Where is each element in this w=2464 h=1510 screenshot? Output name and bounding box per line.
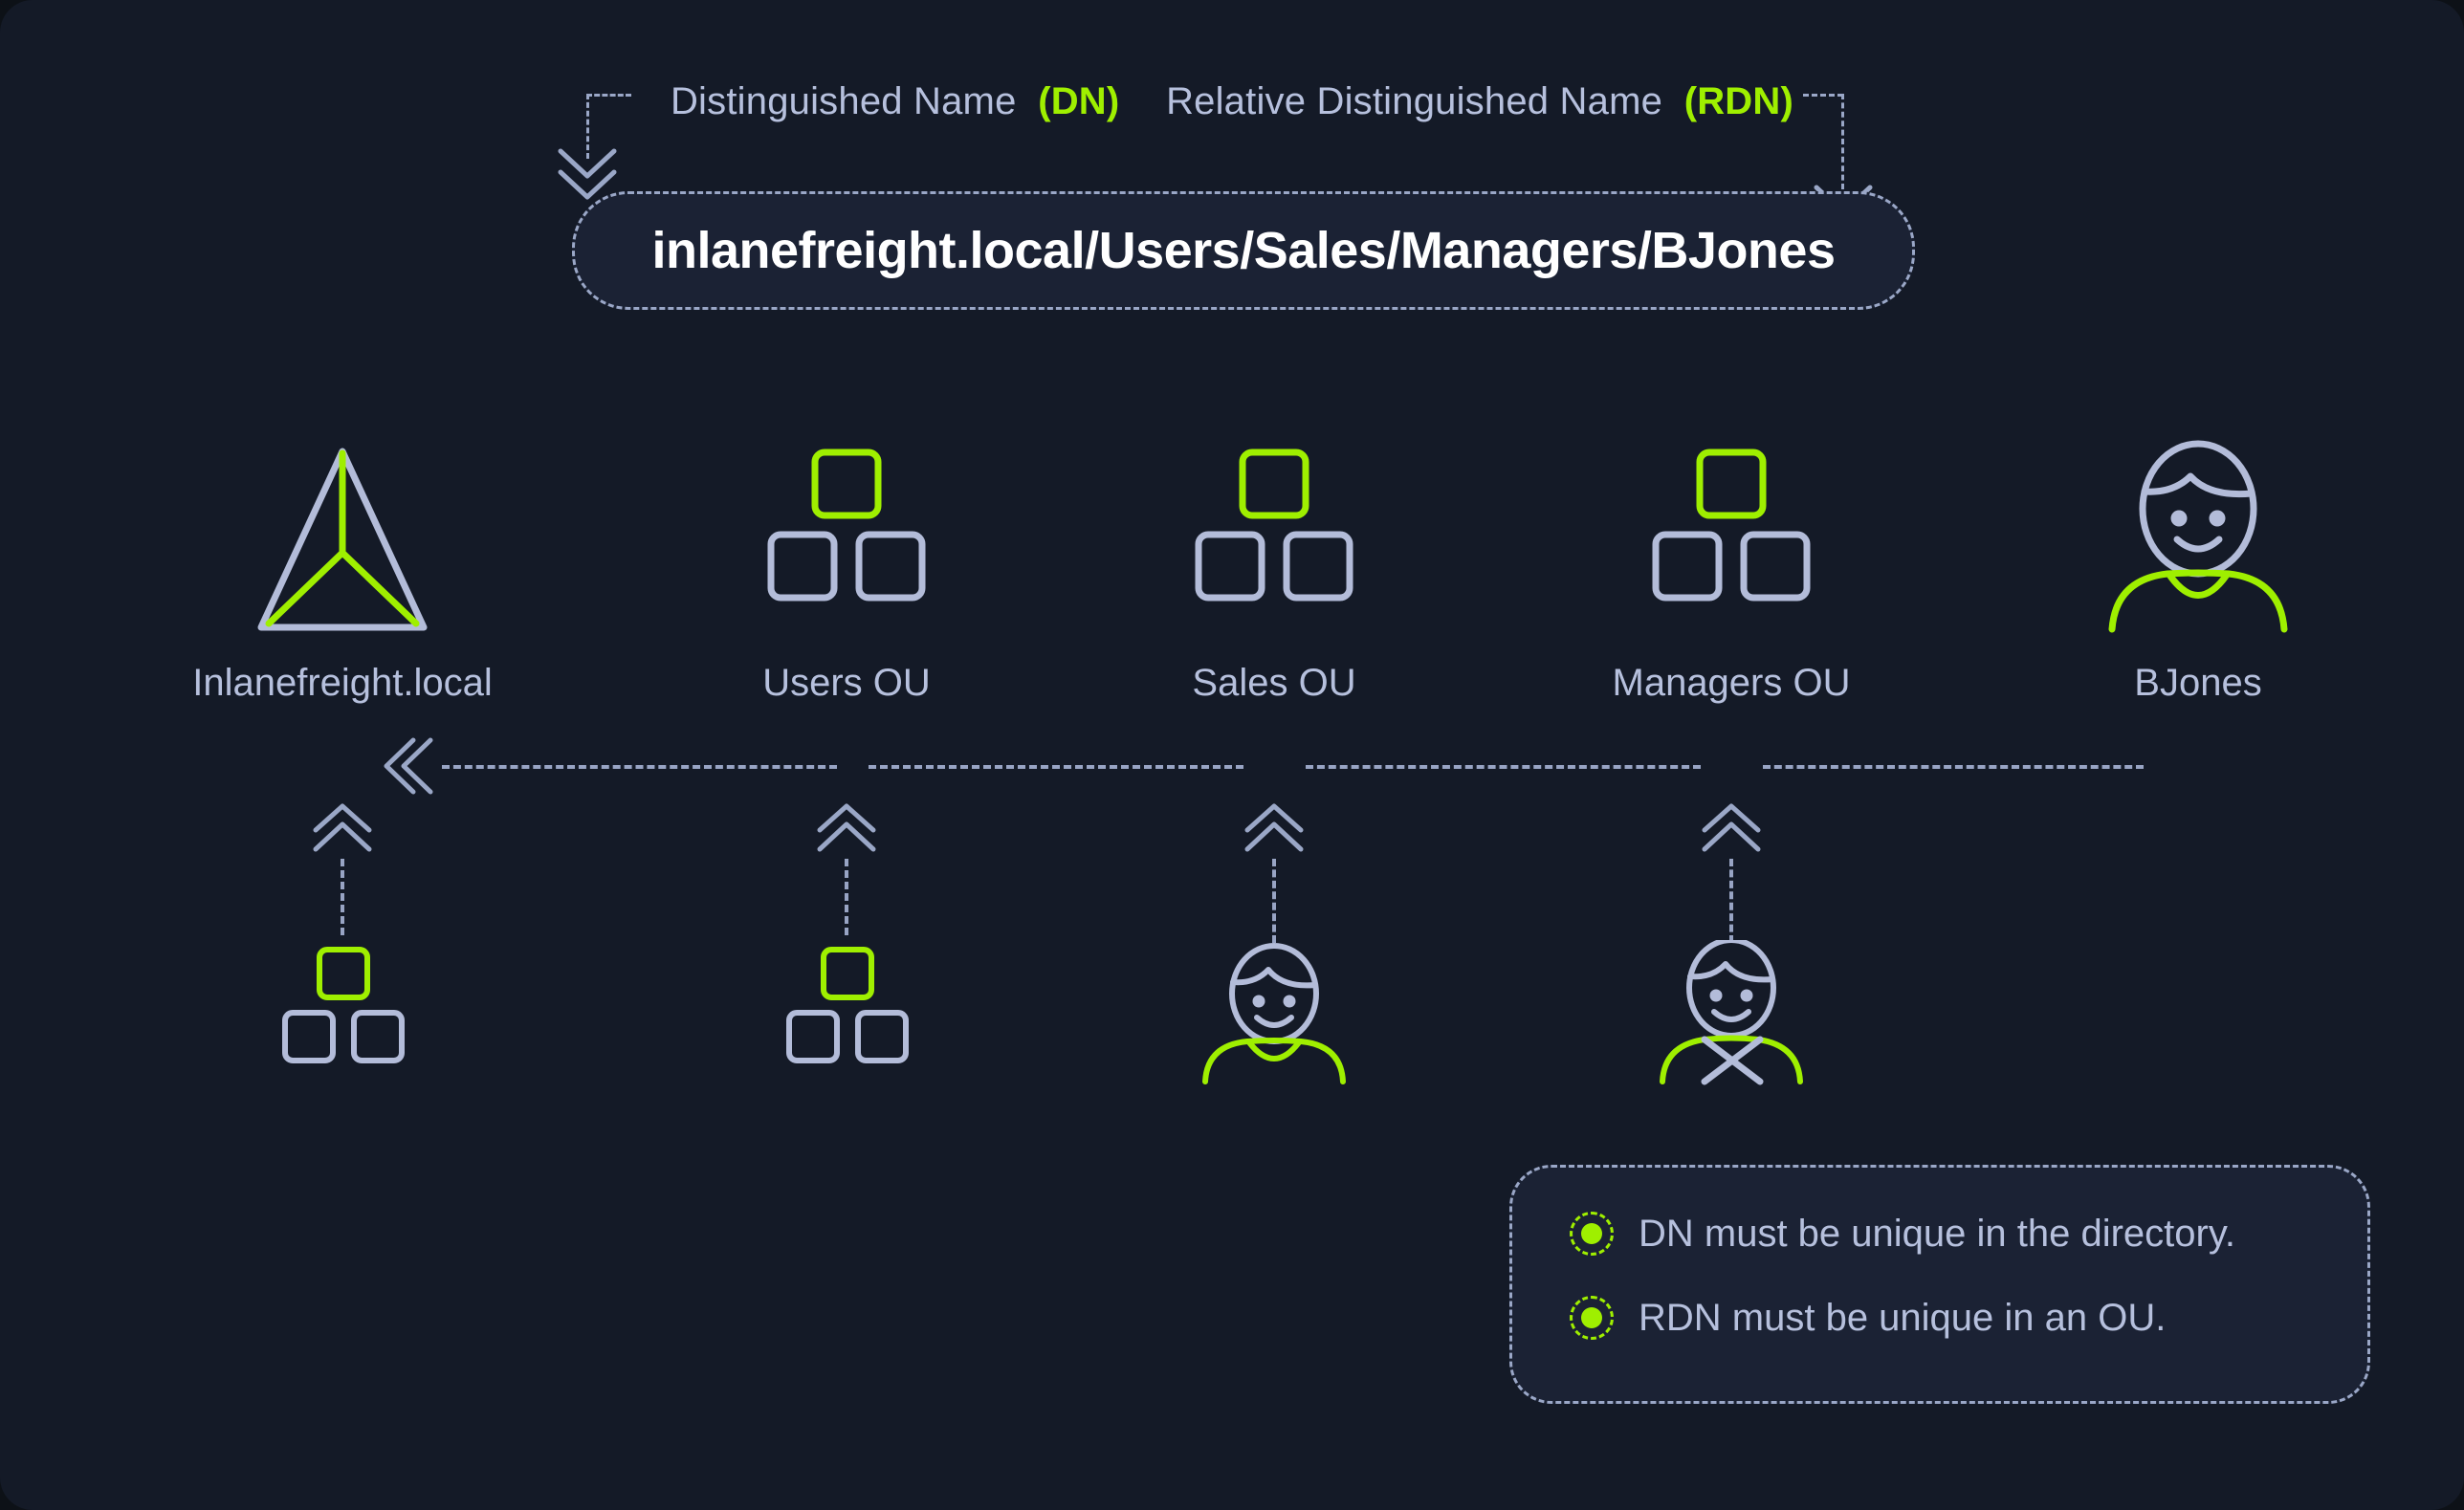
child-connector-line [845, 859, 848, 935]
legend-item-text: RDN must be unique in an OU. [1639, 1296, 2167, 1339]
child-node-users-ou[interactable] [693, 942, 1000, 1085]
rdn-label: Relative Distinguished Name [1166, 79, 1663, 122]
spine-segment [1763, 765, 2144, 769]
rdn-abbrev: (RDN) [1683, 79, 1794, 122]
rdn-bracket-vertical-right [1841, 94, 1844, 189]
child-node-inlanefreight-ou[interactable] [189, 942, 495, 1085]
child-connector-line [341, 859, 344, 935]
hierarchy-spine [0, 727, 2464, 842]
dn-bracket-top-left [586, 94, 631, 97]
node-icon-wrap [693, 411, 1000, 641]
legend-item: DN must be unique in the directory. [1570, 1212, 2367, 1256]
child-chevron-up-icon [1244, 803, 1304, 852]
domain-pyramid-icon [257, 448, 428, 631]
child-node-managers-user-denied[interactable] [1578, 940, 1884, 1085]
dn-abbrev: (DN) [1038, 79, 1120, 122]
child-chevron-up-icon [817, 803, 876, 852]
node-managers-ou[interactable]: Managers OU [1578, 411, 1884, 705]
node-users-ou[interactable]: Users OU [693, 411, 1000, 705]
child-icon-wrap [1121, 942, 1427, 1085]
ou-blocks-icon [786, 947, 909, 1063]
node-icon-wrap [189, 411, 495, 641]
child-icon-wrap [189, 942, 495, 1085]
dn-bracket-vertical-left [586, 94, 589, 159]
ou-blocks-icon [767, 449, 926, 602]
dn-label: Distinguished Name [670, 79, 1017, 122]
ou-blocks-icon [282, 947, 405, 1063]
node-icon-wrap [1121, 411, 1427, 641]
node-label: Managers OU [1612, 662, 1851, 704]
dn-bracket-chevron-down-icon [558, 148, 617, 200]
node-label: Sales OU [1192, 662, 1356, 704]
spine-segment [869, 765, 1243, 769]
spine-segment [1306, 765, 1701, 769]
user-person-crossed-icon [1660, 940, 1803, 1085]
node-icon-wrap [1578, 411, 1884, 641]
user-person-icon [1202, 943, 1346, 1084]
dn-value-text: inlanefreight.local/Users/Sales/Managers… [651, 222, 1836, 279]
child-node-sales-user[interactable] [1121, 942, 1427, 1085]
ou-blocks-icon [1652, 449, 1811, 602]
ou-blocks-icon [1195, 449, 1353, 602]
node-bjones[interactable]: BJones [2045, 411, 2351, 705]
legend-item-text: DN must be unique in the directory. [1639, 1212, 2236, 1255]
spine-chevron-left-icon [384, 737, 433, 795]
annotation-row: Distinguished Name (DN) Relative Disting… [0, 78, 2464, 123]
spine-segment [442, 765, 837, 769]
child-icon-wrap [693, 942, 1000, 1085]
child-chevron-up-icon [1702, 803, 1761, 852]
node-label: Users OU [762, 662, 931, 704]
node-label: BJones [2134, 662, 2262, 704]
child-connector-line [1272, 859, 1276, 943]
legend-item: RDN must be unique in an OU. [1570, 1296, 2367, 1340]
legend-bullet-icon [1570, 1212, 1614, 1256]
legend-bullet-icon [1570, 1296, 1614, 1340]
node-sales-ou[interactable]: Sales OU [1121, 411, 1427, 705]
node-icon-wrap [2045, 411, 2351, 641]
child-chevron-up-icon [313, 803, 372, 852]
legend-box: DN must be unique in the directory. RDN … [1509, 1165, 2370, 1404]
user-person-icon [2108, 440, 2288, 633]
rdn-bracket-top-right [1803, 94, 1843, 97]
dn-value-box: inlanefreight.local/Users/Sales/Managers… [572, 191, 1915, 310]
node-label: Inlanefreight.local [192, 662, 493, 704]
node-inlanefreight-local[interactable]: Inlanefreight.local [189, 411, 495, 705]
child-connector-line [1729, 859, 1733, 943]
child-icon-wrap [1578, 940, 1884, 1085]
